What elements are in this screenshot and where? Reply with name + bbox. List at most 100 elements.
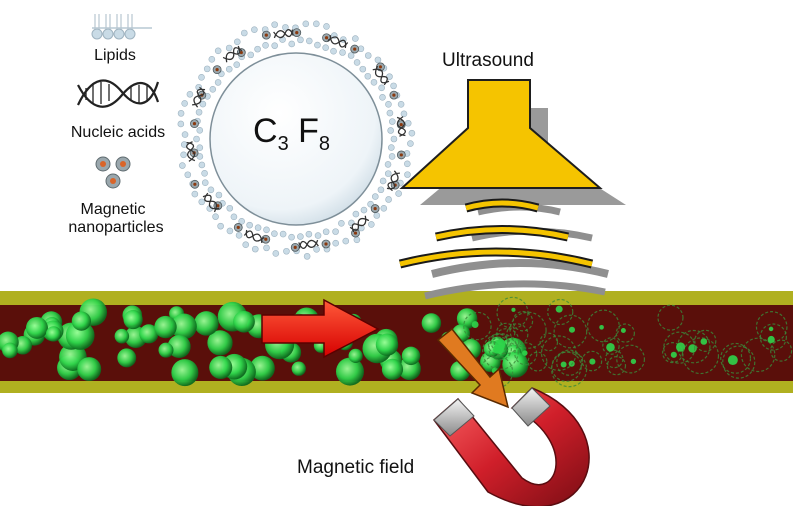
lipid-head: [314, 41, 321, 49]
lysed-cell: [720, 342, 752, 374]
cell-debris: [688, 344, 697, 353]
intact-cell: [249, 355, 275, 381]
nanoparticle-core: [353, 231, 358, 235]
lipid-head: [303, 253, 311, 260]
lysed-cell: [657, 304, 684, 331]
lipid-head: [288, 40, 296, 48]
cell-debris: [670, 351, 677, 358]
lysed-cell: [602, 337, 620, 355]
lipid-head: [181, 131, 189, 138]
lipid-head: [251, 26, 258, 33]
lipid-head: [247, 51, 255, 59]
lipid-head: [386, 109, 394, 117]
lipid-head: [179, 162, 186, 169]
lipid-head: [262, 41, 269, 49]
lipid-head: [246, 221, 253, 229]
lipid-head: [271, 21, 278, 28]
nanoparticle-core: [215, 68, 219, 72]
nanoparticle-core: [392, 93, 396, 97]
lipid-head: [263, 226, 270, 234]
lipid-head: [238, 218, 245, 225]
nanoparticle-icon: [95, 156, 131, 189]
cell-debris: [675, 342, 686, 352]
lipid-shell: [177, 20, 416, 260]
magnet-icon: [432, 387, 590, 506]
nanoparticle-core: [293, 245, 297, 249]
cell-debris: [494, 344, 504, 354]
intact-cell: [2, 342, 18, 359]
lysed-cell: [553, 314, 588, 349]
lipid-head: [196, 153, 204, 160]
lysed-cell: [604, 349, 624, 369]
lipid-head: [196, 127, 204, 134]
lysed-cell: [547, 298, 574, 326]
lipid-head: [388, 118, 396, 125]
lipid-head: [184, 171, 192, 179]
intact-cell: [502, 351, 529, 378]
intact-cell: [375, 333, 399, 356]
lipid-head: [338, 219, 345, 227]
dna-fragment: [349, 215, 370, 233]
lipid-head: [297, 233, 304, 240]
lipid-head: [226, 204, 234, 212]
intact-cell: [207, 330, 233, 356]
nanoparticle-core: [324, 36, 329, 40]
lipid-head: [233, 38, 241, 46]
lipid-icon: [91, 14, 152, 40]
lysed-cell: [514, 342, 538, 366]
flow-arrow-icon: [261, 298, 380, 359]
lipid-head: [198, 198, 206, 206]
lipid-head: [353, 236, 361, 244]
lysed-cell: [509, 311, 547, 349]
nanoparticle-core: [324, 242, 328, 246]
lipid-head: [373, 212, 381, 219]
lipid-head: [352, 210, 360, 218]
magnetic-field-label: Magnetic field: [297, 457, 415, 478]
lipids-label: Lipids: [94, 47, 136, 64]
lipid-head: [379, 177, 387, 185]
lipid-head: [251, 245, 259, 253]
lipid-head: [388, 153, 396, 160]
lipid-head: [384, 161, 392, 168]
cell-debris: [599, 325, 604, 330]
lipid-head: [302, 20, 310, 28]
lipid-head: [352, 35, 359, 42]
lipid-head: [225, 65, 233, 73]
lysed-cell: [663, 331, 696, 364]
lipid-head: [177, 120, 185, 128]
lipid-head: [385, 101, 392, 108]
lipid-head: [288, 233, 295, 241]
nanoparticle-core: [264, 237, 268, 241]
lysed-cell: [512, 310, 534, 332]
lipid-head: [384, 170, 392, 177]
lysed-cell: [506, 323, 529, 346]
lipid-head: [226, 227, 234, 235]
nanoparticle-core: [353, 47, 357, 51]
dna-fragment: [202, 192, 220, 213]
lysed-cell: [616, 344, 646, 374]
lipid-head: [397, 100, 405, 108]
cell-debris: [727, 355, 738, 366]
lipid-head: [271, 42, 278, 49]
lipid-head: [201, 179, 209, 187]
cell-debris: [560, 361, 567, 368]
lipid-head: [387, 127, 394, 134]
lipid-head: [323, 23, 330, 30]
ultrasound-transducer-icon: [399, 79, 626, 205]
nanoparticle-core: [378, 65, 383, 69]
nanoparticle-core: [236, 225, 240, 230]
lysed-cell: [540, 335, 577, 371]
lysed-cell: [539, 332, 559, 352]
lipid-head: [390, 82, 397, 90]
lipid-head: [385, 196, 392, 203]
lysed-cell: [480, 355, 514, 389]
lipid-head: [305, 230, 313, 238]
lipid-head: [209, 85, 217, 93]
lysed-cell: [550, 351, 588, 388]
lipid-head: [297, 36, 304, 44]
nucleic-acids-label: Nucleic acids: [70, 124, 166, 141]
lysed-cell: [488, 336, 513, 361]
cell-debris: [620, 328, 626, 333]
dna-fragment: [186, 141, 196, 162]
lipid-head: [395, 190, 402, 197]
